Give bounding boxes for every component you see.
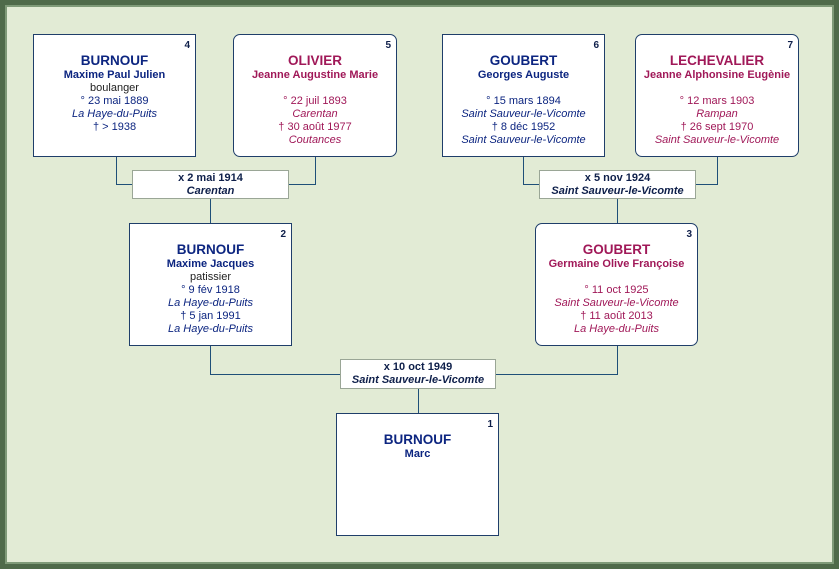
spacer: [636, 82, 798, 95]
given-names: Georges Auguste: [477, 69, 570, 81]
death-date: † 5 jan 1991: [180, 310, 241, 322]
death-date: † > 1938: [92, 121, 137, 133]
death-place: Saint Sauveur-le-Vicomte: [461, 134, 586, 146]
spacer: [234, 82, 396, 95]
sosa-number: 7: [787, 40, 793, 51]
birth-date: ° 12 mars 1903: [679, 95, 755, 107]
death-date: † 26 sept 1970: [680, 121, 754, 133]
person-card-4[interactable]: 4 BURNOUF Maxime Paul Julien boulanger °…: [33, 34, 196, 157]
sosa-number: 5: [385, 40, 391, 51]
connector-3-to-m23: [496, 346, 618, 375]
marriage-date: x 2 mai 1914: [178, 172, 243, 184]
person-card-3[interactable]: 3 GOUBERT Germaine Olive Françoise ° 11 …: [535, 223, 698, 346]
death-place: Coutances: [288, 134, 342, 146]
birth-place: Saint Sauveur-le-Vicomte: [461, 108, 586, 120]
occupation: patissier: [190, 271, 231, 283]
surname: LECHEVALIER: [669, 53, 765, 68]
given-names: Marc: [404, 448, 431, 460]
marriage-date: x 5 nov 1924: [584, 172, 651, 184]
birth-place: Rampan: [696, 108, 738, 120]
birth-place: La Haye-du-Puits: [168, 297, 253, 309]
marriage-box-2-3[interactable]: x 10 oct 1949 Saint Sauveur-le-Vicomte: [340, 359, 496, 389]
surname: GOUBERT: [489, 53, 558, 68]
marriage-place: Carentan: [186, 185, 235, 197]
sosa-number: 2: [280, 229, 286, 240]
person-card-5[interactable]: 5 OLIVIER Jeanne Augustine Marie ° 22 ju…: [233, 34, 397, 157]
connector-2-to-m23: [210, 346, 340, 375]
person-card-6[interactable]: 6 GOUBERT Georges Auguste ° 15 mars 1894…: [442, 34, 605, 157]
connector-6-to-m67: [523, 157, 539, 185]
given-names: Jeanne Augustine Marie: [251, 69, 379, 81]
marriage-place: Saint Sauveur-le-Vicomte: [351, 374, 485, 386]
sosa-number: 6: [593, 40, 599, 51]
connector-4-to-m45: [116, 157, 132, 185]
occupation: boulanger: [90, 82, 139, 94]
surname: BURNOUF: [80, 53, 149, 68]
sosa-number: 1: [487, 419, 493, 430]
death-place: Saint Sauveur-le-Vicomte: [654, 134, 780, 146]
surname: OLIVIER: [287, 53, 342, 68]
death-date: † 11 août 2013: [580, 310, 653, 322]
given-names: Maxime Paul Julien: [63, 69, 166, 81]
sosa-number: 4: [184, 40, 190, 51]
birth-date: ° 11 oct 1925: [584, 284, 649, 296]
given-names: Maxime Jacques: [166, 258, 255, 270]
death-place: La Haye-du-Puits: [574, 323, 659, 335]
surname: BURNOUF: [383, 432, 452, 447]
person-card-1[interactable]: 1 BURNOUF Marc: [336, 413, 499, 536]
birth-place: Saint Sauveur-le-Vicomte: [554, 297, 679, 309]
connector-7-to-m67: [696, 157, 718, 185]
birth-place: Carentan: [292, 108, 338, 120]
surname: BURNOUF: [176, 242, 245, 257]
marriage-box-4-5[interactable]: x 2 mai 1914 Carentan: [132, 170, 289, 199]
marriage-box-6-7[interactable]: x 5 nov 1924 Saint Sauveur-le-Vicomte: [539, 170, 696, 199]
sosa-number: 3: [686, 229, 692, 240]
person-card-2[interactable]: 2 BURNOUF Maxime Jacques patissier ° 9 f…: [129, 223, 292, 346]
given-names: Germaine Olive Françoise: [548, 258, 685, 270]
birth-date: ° 9 fév 1918: [181, 284, 240, 296]
marriage-date: x 10 oct 1949: [383, 361, 453, 373]
birth-date: ° 22 juil 1893: [283, 95, 347, 107]
death-place: La Haye-du-Puits: [168, 323, 253, 335]
spacer: [443, 82, 604, 95]
birth-date: ° 15 mars 1894: [486, 95, 561, 107]
person-card-7[interactable]: 7 LECHEVALIER Jeanne Alphonsine Eugènie …: [635, 34, 799, 157]
given-names: Jeanne Alphonsine Eugènie: [643, 69, 791, 81]
death-date: † 8 déc 1952: [491, 121, 556, 133]
death-date: † 30 août 1977: [278, 121, 352, 133]
marriage-place: Saint Sauveur-le-Vicomte: [551, 185, 684, 197]
connector-5-to-m45: [289, 157, 316, 185]
birth-place: La Haye-du-Puits: [72, 108, 157, 120]
surname: GOUBERT: [582, 242, 651, 257]
birth-date: ° 23 mai 1889: [80, 95, 149, 107]
spacer: [536, 271, 697, 284]
